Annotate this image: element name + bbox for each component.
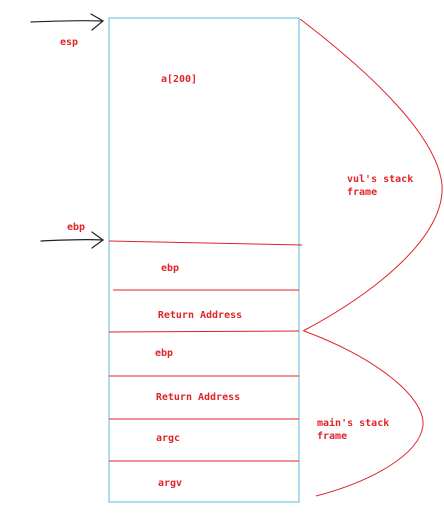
buffer-cell-label: a[200]	[160, 74, 198, 85]
main-frame-label: main's stack frame	[317, 418, 390, 442]
vul-saved-ebp-label: ebp	[160, 263, 180, 274]
main-frame-brace	[303, 330, 424, 497]
esp-label: esp	[60, 37, 79, 48]
vul-frame-brace	[299, 18, 443, 332]
stack-column	[108, 17, 300, 503]
divider-vul-return-bottom	[108, 330, 300, 333]
vul-return-address-label: Return Address	[157, 310, 243, 321]
ebp-pointer-label: ebp	[67, 222, 86, 233]
divider-ebp-top	[108, 240, 303, 246]
argv-label: argv	[157, 478, 183, 489]
vul-frame-label: vul's stack frame	[347, 174, 414, 198]
esp-arrow-icon	[30, 13, 105, 31]
main-return-address-label: Return Address	[155, 392, 241, 403]
ebp-arrow-icon	[40, 231, 105, 249]
main-saved-ebp-label: ebp	[154, 348, 174, 359]
argc-label: argc	[155, 433, 181, 444]
